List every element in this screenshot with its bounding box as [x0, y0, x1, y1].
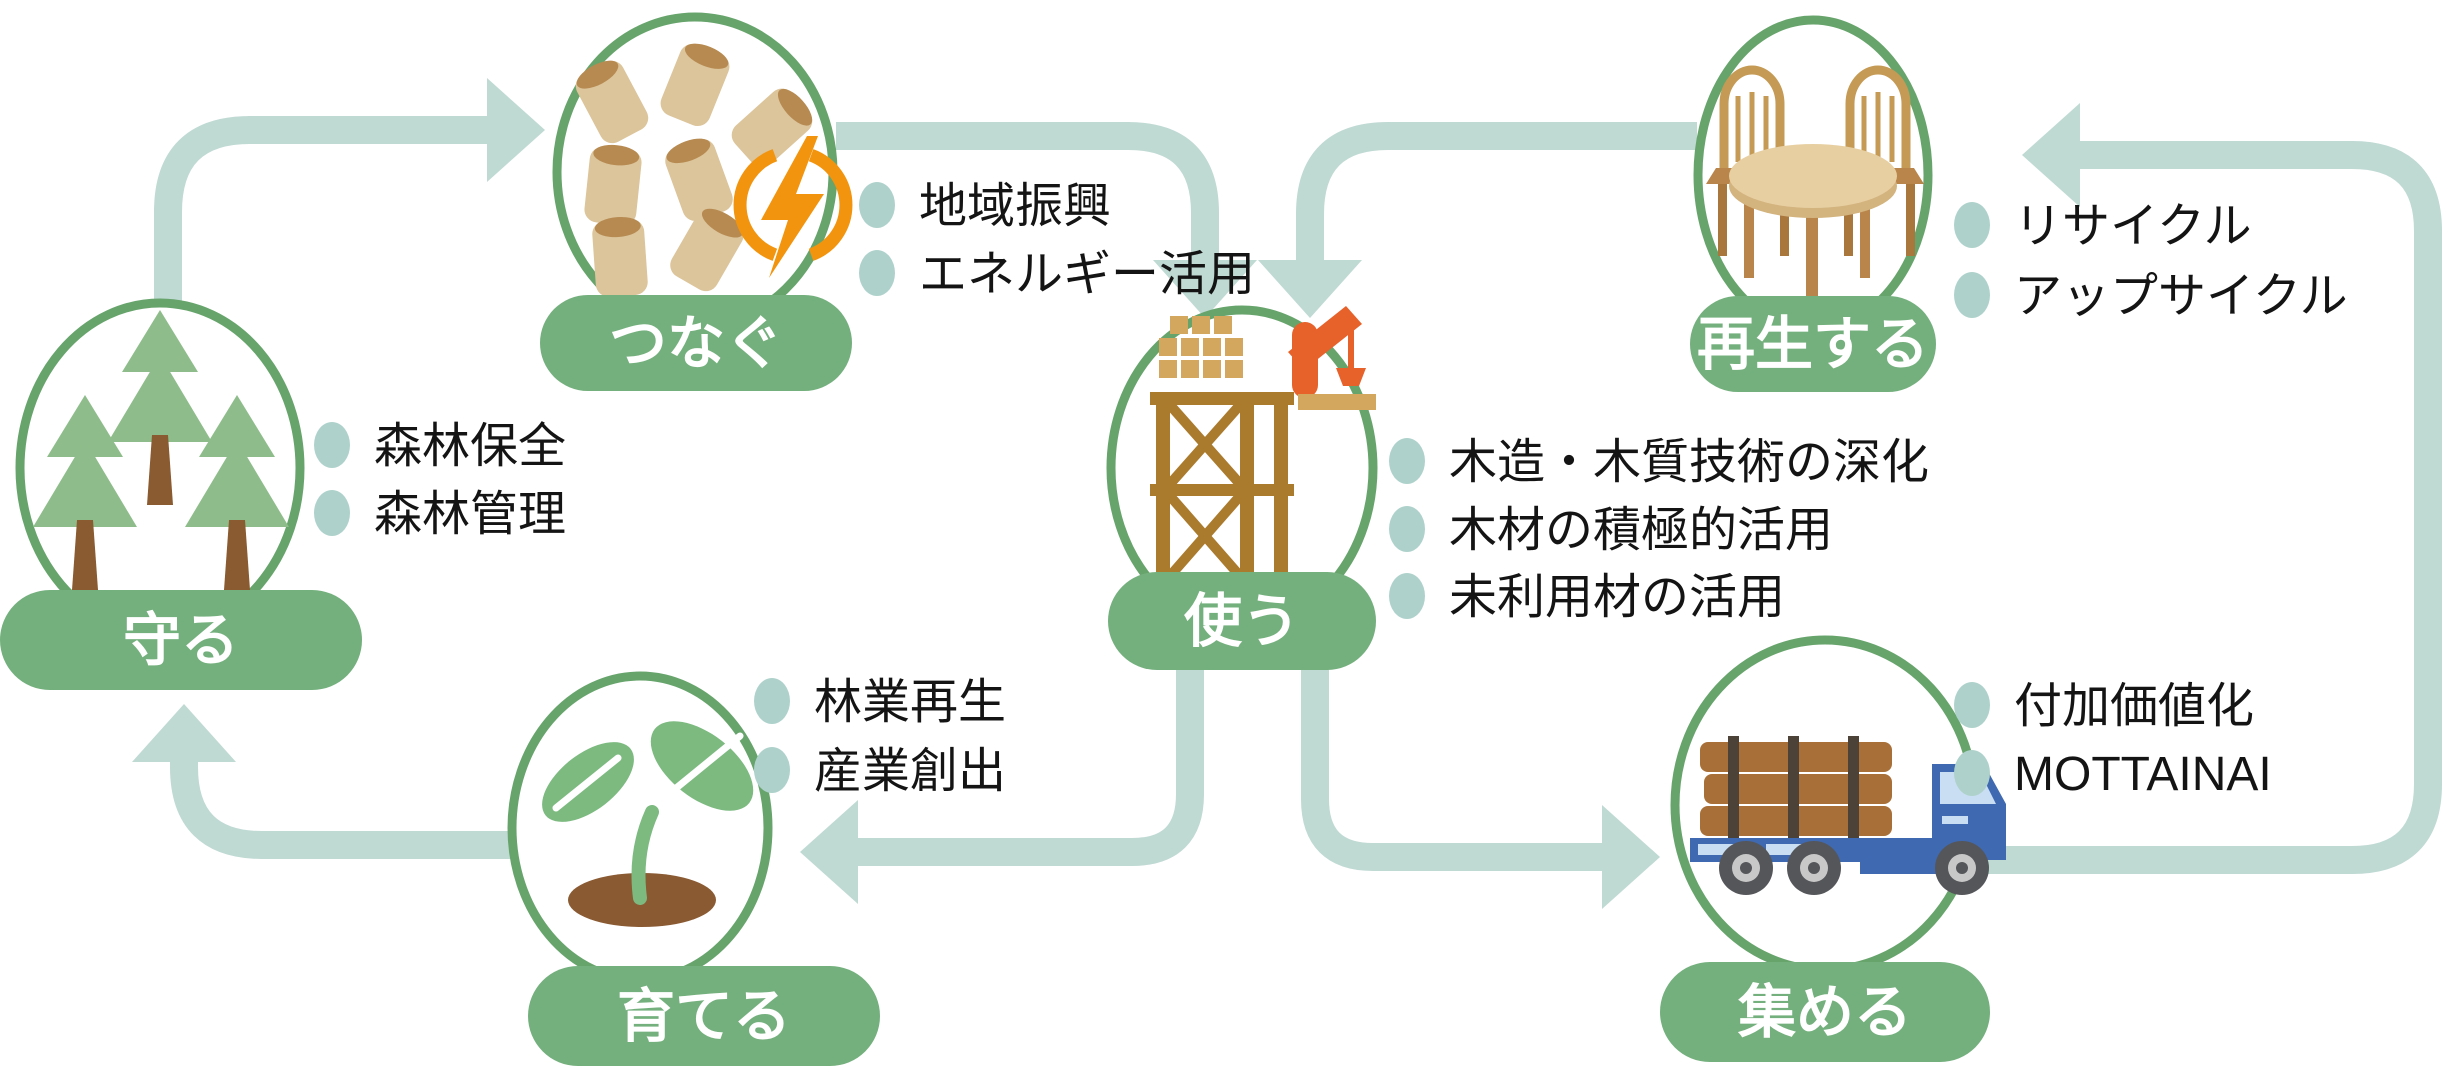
bullet-dot — [754, 678, 790, 724]
arrow-tsunagu-to-tsukau — [836, 122, 1257, 318]
label-pill-mamoru — [0, 590, 362, 690]
bullet-item: 木材の積極的活用 — [1449, 504, 1833, 557]
node-sodateru: 育てる — [507, 671, 880, 1066]
bullet-item: リサイクル — [2014, 200, 2252, 253]
node-tsunagu: つなぐ — [540, 12, 853, 391]
bullets-tsukau: 木造・木質技術の深化 木材の積極的活用 未利用材の活用 — [1389, 436, 1929, 624]
arrow-atsumeru-to-saisei — [1978, 103, 2442, 874]
bullet-item: 地域振興 — [919, 180, 1111, 233]
arrow-sodateru-to-mamoru — [132, 704, 512, 859]
node-label-tsunagu: つなぐ — [609, 311, 783, 376]
bullet-dot — [1389, 438, 1425, 484]
bullet-item: エネルギー活用 — [919, 248, 1255, 301]
lightning-icon — [733, 136, 853, 278]
truck-wheels — [1719, 841, 1989, 895]
bullets-sodateru: 林業再生 産業創出 — [754, 676, 1006, 798]
timber-construction-icon — [1150, 306, 1376, 589]
node-label-tsukau: 使う — [1184, 589, 1300, 654]
bullet-dot — [859, 182, 895, 228]
bullet-item: 未利用材の活用 — [1449, 571, 1785, 624]
bullets-mamoru: 森林保全 森林管理 — [314, 420, 566, 541]
node-mamoru: 守る — [0, 298, 362, 690]
arrow-mamoru-to-tsunagu — [154, 78, 545, 306]
bullets-atsumeru: 付加価値化 MOTTAINAI — [1954, 680, 2272, 801]
bullet-dot — [859, 250, 895, 296]
node-saisei: 再生する — [1690, 15, 1936, 392]
node-label-atsumeru: 集める — [1737, 980, 1912, 1045]
bullet-dot — [1954, 750, 1990, 796]
label-pill-sodateru — [528, 966, 880, 1066]
bullets-saisei: リサイクル アップサイクル — [1954, 200, 2348, 323]
arrow-tsukau-to-atsumeru — [1301, 668, 1660, 909]
bullet-item: 付加価値化 — [2014, 680, 2254, 733]
table-chairs-icon — [1706, 65, 1924, 298]
bullet-item: 森林保全 — [374, 420, 566, 473]
arrows — [132, 78, 2442, 909]
crane-icon — [1288, 306, 1376, 410]
bullet-dot — [314, 422, 350, 468]
bullet-dot — [1954, 682, 1990, 728]
node-label-mamoru: 守る — [123, 608, 239, 673]
forest-icon — [33, 310, 289, 590]
bullet-dot — [1954, 202, 1990, 248]
label-pill-atsumeru — [1660, 962, 1990, 1062]
bullet-item: 林業再生 — [814, 676, 1006, 729]
bullet-item: 森林管理 — [374, 488, 566, 541]
bullet-dot — [1389, 573, 1425, 619]
node-label-saisei: 再生する — [1697, 312, 1929, 377]
bullet-dot — [1954, 272, 1990, 318]
node-tsukau: 使う — [1106, 305, 1378, 670]
bullet-item: アップサイクル — [2014, 270, 2348, 323]
arrow-tsukau-to-sodateru — [800, 668, 1204, 904]
bullet-item: 木造・木質技術の深化 — [1449, 436, 1929, 489]
bullet-item: MOTTAINAI — [2014, 748, 2272, 801]
node-label-sodateru: 育てる — [617, 984, 791, 1049]
bullet-item: 産業創出 — [814, 745, 1006, 798]
label-pill-tsukau — [1108, 572, 1376, 670]
bullet-dot — [1389, 506, 1425, 552]
arrow-saisei-to-tsukau — [1258, 122, 1697, 318]
bullets-tsunagu: 地域振興 エネルギー活用 — [859, 180, 1255, 301]
seedling-icon — [542, 721, 754, 927]
bullet-dot — [314, 490, 350, 536]
bullet-dot — [754, 747, 790, 793]
label-pill-tsunagu — [540, 295, 852, 391]
label-pill-saisei — [1690, 296, 1936, 392]
wood-pellets-energy-icon — [575, 43, 853, 297]
